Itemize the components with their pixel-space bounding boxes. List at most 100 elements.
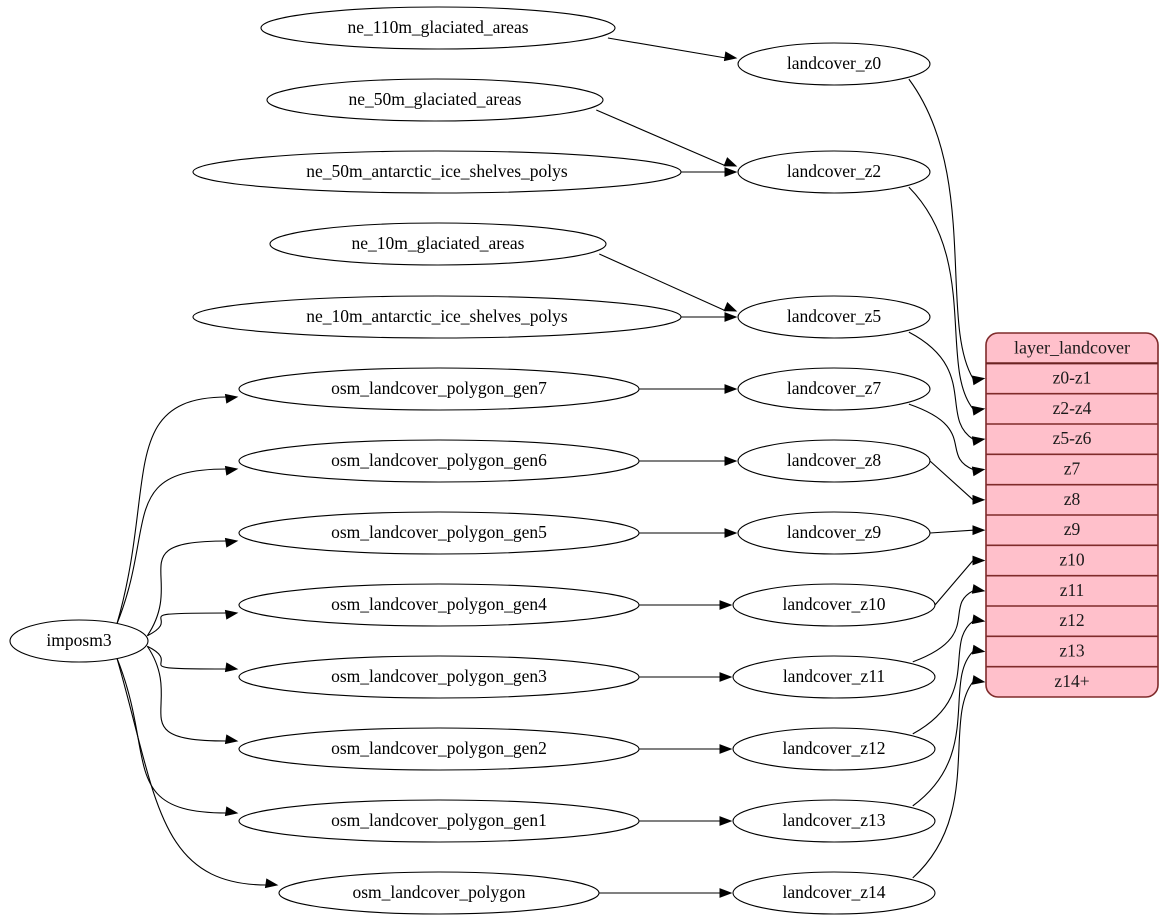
- node-osm_landcover_polygon_gen2[interactable]: osm_landcover_polygon_gen2: [238, 727, 640, 771]
- node-landcover_z8[interactable]: landcover_z8: [737, 439, 931, 483]
- node-shape: [9, 619, 149, 663]
- edge-line: [596, 109, 727, 167]
- edge-arrowhead: [719, 672, 733, 682]
- node-shape: [737, 511, 931, 555]
- edge-imposm3-to-osm_landcover_polygon_gen5: [146, 537, 239, 637]
- node-landcover_z11[interactable]: landcover_z11: [732, 655, 936, 699]
- table-row-z11[interactable]: z11: [986, 576, 1158, 606]
- node-landcover_z5[interactable]: landcover_z5: [737, 295, 931, 339]
- node-shape: [732, 799, 936, 843]
- node-landcover_z13[interactable]: landcover_z13: [732, 799, 936, 843]
- edge-osm_landcover_polygon_gen7-to-landcover_z7: [639, 384, 738, 394]
- node-shape: [737, 439, 931, 483]
- edge-imposm3-to-osm_landcover_polygon_gen2: [146, 645, 239, 745]
- table-row-label: z2-z4: [1053, 398, 1092, 418]
- edge-arrowhead: [723, 302, 738, 312]
- table-title-row[interactable]: layer_landcover: [1014, 337, 1130, 357]
- table-row-z14+[interactable]: z14+: [986, 667, 1158, 697]
- table-row-z7[interactable]: z7: [986, 454, 1158, 484]
- node-label: landcover_z8: [787, 450, 882, 470]
- node-label: osm_landcover_polygon: [352, 882, 525, 902]
- edge-arrowhead: [264, 878, 279, 889]
- node-osm_landcover_polygon_gen4[interactable]: osm_landcover_polygon_gen4: [238, 583, 640, 627]
- node-osm_landcover_polygon_gen3[interactable]: osm_landcover_polygon_gen3: [238, 655, 640, 699]
- node-label: osm_landcover_polygon_gen1: [331, 810, 547, 830]
- table-row-label: z12: [1059, 610, 1084, 630]
- edge-arrowhead: [723, 157, 738, 167]
- node-shape: [732, 871, 936, 915]
- table-row-z5-z6[interactable]: z5-z6: [986, 424, 1158, 454]
- edge-ne_10m_glaciated_areas-to-landcover_z5: [599, 253, 738, 312]
- node-ne_10m_glaciated_areas[interactable]: ne_10m_glaciated_areas: [269, 222, 607, 266]
- node-osm_landcover_polygon_gen5[interactable]: osm_landcover_polygon_gen5: [238, 511, 640, 555]
- edge-line: [116, 658, 268, 886]
- edge-arrowhead: [224, 609, 239, 620]
- node-landcover_z12[interactable]: landcover_z12: [732, 727, 936, 771]
- table-row-z12[interactable]: z12: [986, 606, 1158, 636]
- edge-arrowhead: [971, 614, 986, 625]
- node-ne_50m_antarctic_ice_shelves_polys[interactable]: ne_50m_antarctic_ice_shelves_polys: [192, 150, 682, 194]
- node-osm_landcover_polygon[interactable]: osm_landcover_polygon: [278, 871, 600, 915]
- node-shape: [192, 150, 682, 194]
- edge-line: [908, 331, 974, 440]
- node-landcover_z9[interactable]: landcover_z9: [737, 511, 931, 555]
- node-shape: [269, 222, 607, 266]
- node-label: osm_landcover_polygon_gen4: [331, 594, 547, 614]
- edge-osm_landcover_polygon_gen3-to-landcover_z11: [639, 672, 733, 682]
- edge-arrowhead: [719, 600, 733, 610]
- table-row-z10[interactable]: z10: [986, 545, 1158, 575]
- table-row-z13[interactable]: z13: [986, 636, 1158, 666]
- edge-arrowhead: [224, 662, 239, 673]
- layer-landcover-table[interactable]: layer_landcoverz0-z1z2-z4z5-z6z7z8z9z10z…: [985, 332, 1159, 698]
- node-label: landcover_z9: [787, 522, 882, 542]
- edge-arrowhead: [972, 494, 986, 505]
- table-row-label: z5-z6: [1053, 428, 1092, 448]
- node-shape: [238, 727, 640, 771]
- edge-line: [147, 645, 228, 670]
- table-row-label: z7: [1064, 459, 1081, 479]
- edge-ne_110m_glaciated_areas-to-landcover_z0: [607, 37, 738, 62]
- edge-line: [929, 460, 974, 501]
- node-shape: [238, 799, 640, 843]
- edge-arrowhead: [971, 436, 986, 446]
- node-imposm3[interactable]: imposm3: [9, 619, 149, 663]
- node-osm_landcover_polygon_gen1[interactable]: osm_landcover_polygon_gen1: [238, 799, 640, 843]
- edge-osm_landcover_polygon_gen6-to-landcover_z8: [639, 456, 738, 466]
- node-osm_landcover_polygon_gen7[interactable]: osm_landcover_polygon_gen7: [238, 367, 640, 411]
- node-osm_landcover_polygon_gen6[interactable]: osm_landcover_polygon_gen6: [238, 439, 640, 483]
- table-row-z0-z1[interactable]: z0-z1: [986, 363, 1158, 393]
- table-row-z8[interactable]: z8: [986, 485, 1158, 515]
- node-label: osm_landcover_polygon_gen7: [331, 378, 547, 398]
- edge-line: [146, 540, 228, 637]
- node-landcover_z0[interactable]: landcover_z0: [737, 42, 931, 86]
- node-shape: [737, 150, 931, 194]
- node-label: ne_10m_glaciated_areas: [352, 233, 525, 253]
- edge-arrowhead: [724, 384, 738, 394]
- node-landcover_z10[interactable]: landcover_z10: [732, 583, 936, 627]
- edge-arrowhead: [224, 393, 239, 404]
- table-title-label: layer_landcover: [1014, 337, 1130, 357]
- node-ne_50m_glaciated_areas[interactable]: ne_50m_glaciated_areas: [266, 78, 604, 122]
- edge-line: [912, 620, 974, 735]
- edge-line: [599, 253, 727, 312]
- edge-arrowhead: [971, 584, 986, 594]
- edge-osm_landcover_polygon_gen4-to-landcover_z10: [639, 600, 733, 610]
- node-label: osm_landcover_polygon_gen3: [331, 666, 547, 686]
- node-label: landcover_z13: [782, 810, 885, 830]
- node-shape: [737, 367, 931, 411]
- node-landcover_z7[interactable]: landcover_z7: [737, 367, 931, 411]
- table-row-label: z13: [1059, 641, 1085, 661]
- node-ne_10m_antarctic_ice_shelves_polys[interactable]: ne_10m_antarctic_ice_shelves_polys: [192, 295, 682, 339]
- table-row-z9[interactable]: z9: [986, 515, 1158, 545]
- node-label: landcover_z2: [787, 161, 881, 181]
- edge-line: [912, 681, 974, 879]
- node-landcover_z2[interactable]: landcover_z2: [737, 150, 931, 194]
- edge-imposm3-to-osm_landcover_polygon_gen1: [116, 658, 239, 817]
- node-shape: [192, 295, 682, 339]
- node-landcover_z14[interactable]: landcover_z14: [732, 871, 936, 915]
- table-row-z2-z4[interactable]: z2-z4: [986, 394, 1158, 424]
- edge-osm_landcover_polygon_gen2-to-landcover_z12: [639, 744, 733, 754]
- node-ne_110m_glaciated_areas[interactable]: ne_110m_glaciated_areas: [260, 6, 616, 50]
- edge-line: [912, 651, 974, 807]
